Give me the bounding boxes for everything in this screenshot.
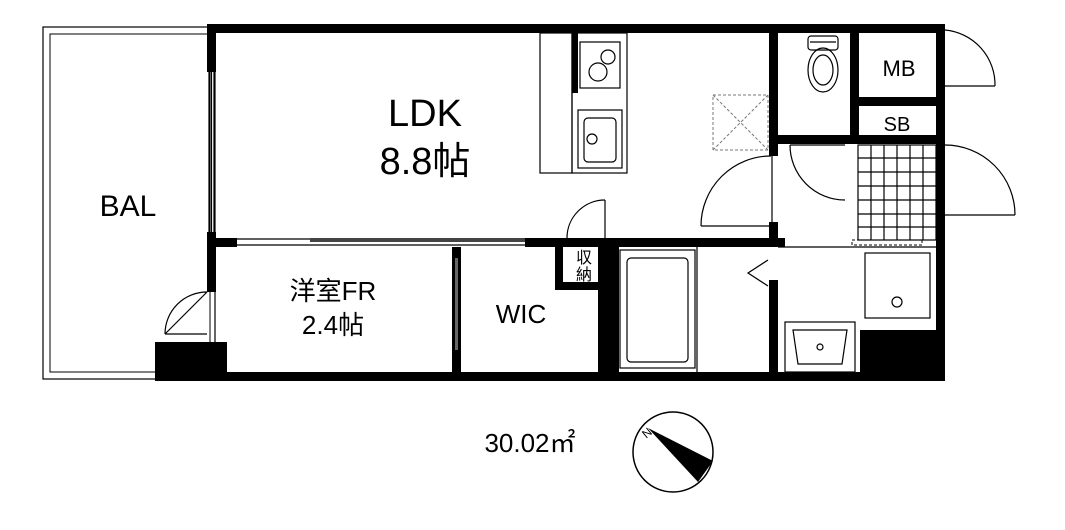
kitchen-counter xyxy=(539,32,628,174)
wash-basin xyxy=(784,321,856,373)
compass-icon: N xyxy=(632,411,714,493)
sb-label: SB xyxy=(884,114,911,136)
ldk-label: LDK xyxy=(388,93,462,135)
refrigerator-space xyxy=(712,94,769,151)
mb-door xyxy=(944,29,996,87)
interior-walls xyxy=(207,24,945,381)
floor-area: 30.02㎡ xyxy=(484,428,575,458)
compass-north-label: N xyxy=(639,425,655,441)
shoe-box-grid xyxy=(851,144,937,246)
balcony-window xyxy=(208,72,215,232)
bath-door xyxy=(746,259,769,287)
outer-walls xyxy=(155,24,945,381)
entrance-door xyxy=(944,144,1016,216)
toilet xyxy=(807,35,839,93)
ldk-size: 8.8帖 xyxy=(380,141,471,183)
storage-label-top: 収 xyxy=(576,249,592,267)
mb-label: MB xyxy=(883,56,916,81)
stove xyxy=(579,41,621,89)
ldk-door xyxy=(700,155,773,227)
bathtub xyxy=(619,249,696,369)
toilet-door xyxy=(789,144,846,201)
balcony-door xyxy=(164,291,208,335)
western-room-size: 2.4帖 xyxy=(302,310,364,340)
storage-door xyxy=(566,199,606,239)
western-room-label: 洋室FR xyxy=(290,276,377,306)
storage-label-bottom: 納 xyxy=(576,266,592,284)
kitchen-sink xyxy=(577,109,623,169)
bal-label: BAL xyxy=(100,190,157,223)
balcony xyxy=(42,26,216,380)
washing-machine xyxy=(864,252,931,319)
wic-label: WIC xyxy=(496,299,547,329)
